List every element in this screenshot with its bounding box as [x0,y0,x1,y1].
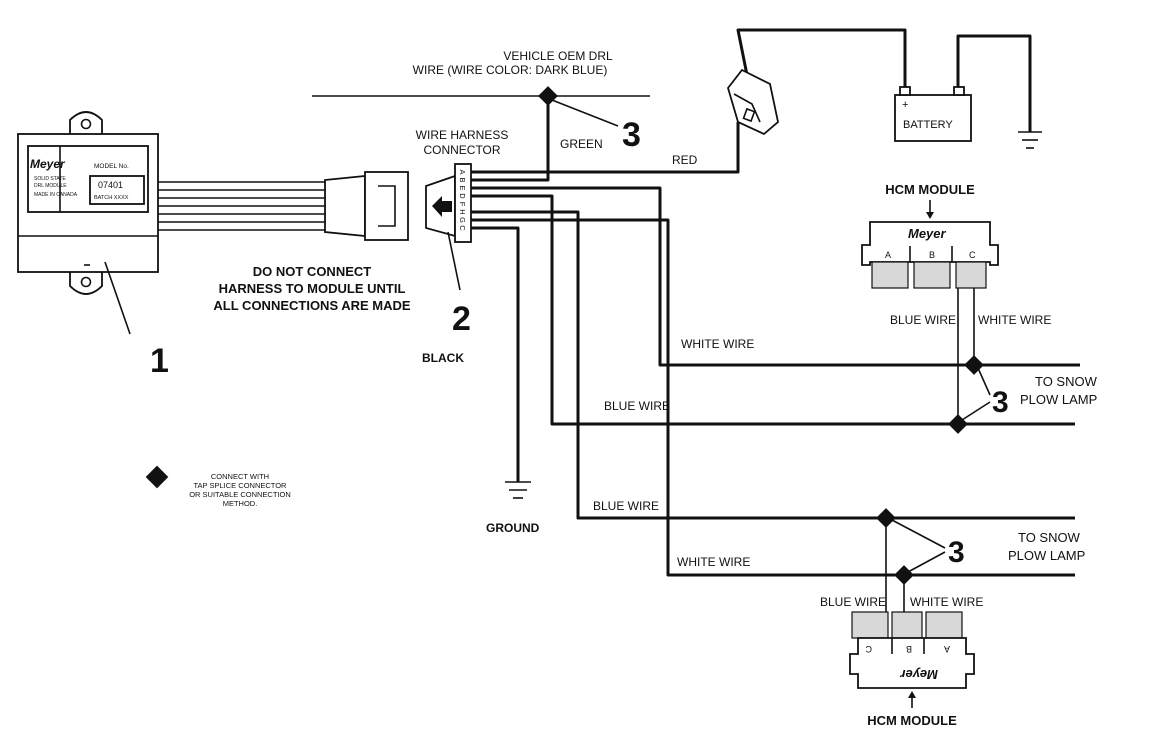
connector-pin-label: E [458,185,467,190]
legend-splice-icon [145,465,169,489]
splice-node-icon [538,86,558,106]
module-brand: Meyer [30,157,66,171]
callout-3-bottom: 3 [948,536,965,569]
splice-nodes [145,86,984,585]
hcm-top-blue-wire-label: BLUE WIRE [890,313,956,327]
callout-2: 2 [452,300,471,338]
arrow-down-icon [926,200,934,219]
connector-pin-label: F [458,202,467,207]
wires [312,28,1080,612]
black-label: BLACK [422,351,464,365]
hcm-bottom-blue-wire-label: BLUE WIRE [820,595,886,609]
arrow-up-icon [908,691,916,708]
callout-1: 1 [150,342,169,380]
splice-node-icon [964,355,984,375]
battery-plus: + [902,99,908,111]
leader-lines [104,99,991,573]
connector-pin-label: B [458,177,467,182]
hcm-pin-c-bottom: C [865,644,872,654]
callout-3-middle: 3 [992,386,1009,419]
oem-drl-label-1: VEHICLE OEM DRL [503,49,613,63]
module-desc-3: MADE IN CANADA [34,192,78,198]
splice-node-icon [876,508,896,528]
legend-line-4: METHOD. [223,499,258,508]
module-plug [324,171,409,241]
legend-line-2: TAP SPLICE CONNECTOR [194,481,288,490]
hcm-module-top: Meyer A B C [861,221,999,289]
callout-3-top: 3 [622,116,641,154]
hcm-pin-a-top: A [885,250,891,260]
battery: + BATTERY [894,86,972,142]
hcm-brand-top: Meyer [908,226,947,241]
ground-icon [505,481,531,499]
warning-line-1: DO NOT CONNECT [253,264,372,279]
hcm-module-bottom: Meyer C B A [849,611,975,689]
plow-lamp-label-top: PLOW LAMP [1020,392,1097,407]
hcm-pin-a-bottom: A [944,644,950,654]
connector-pin-label: H [458,209,467,214]
legend-line-1: CONNECT WITH [211,472,269,481]
hcm-top-white-wire-label: WHITE WIRE [978,313,1051,327]
connector-pin-label: D [458,193,467,199]
hcm-bottom-white-wire-label: WHITE WIRE [910,595,983,609]
blue-wire-label-main-top: BLUE WIRE [604,399,670,413]
module-model-label: MODEL No. [94,163,129,170]
connector-pin-label: A [458,169,467,174]
connector-pin-label: C [458,225,467,231]
red-label: RED [672,153,698,167]
fuse-holder [727,68,779,136]
hcm-pin-b-bottom: B [906,644,912,654]
white-wire-label-main-top: WHITE WIRE [681,337,754,351]
drl-module: Meyer MODEL No. 07401 BATCH XXXX SOLID S… [17,111,159,295]
module-desc-1: SOLID STATE [34,176,66,182]
to-snow-label-top: TO SNOW [1035,374,1098,389]
green-label: GREEN [560,137,603,151]
to-snow-label-bottom: TO SNOW [1018,530,1081,545]
harness-connector-label-2: CONNECTOR [423,143,500,157]
module-model-number: 07401 [98,180,123,190]
battery-label: BATTERY [903,119,953,131]
harness-connector-label-1: WIRE HARNESS [416,128,509,142]
module-batch: BATCH XXXX [94,195,129,201]
blue-wire-label-main-bottom: BLUE WIRE [593,499,659,513]
hcm-pin-c-top: C [969,250,976,260]
module-desc-2: DRL MODULE [34,183,67,189]
splice-node-icon [948,414,968,434]
ground-label: GROUND [486,521,540,535]
hcm-module-top-label: HCM MODULE [885,182,975,197]
hcm-pin-b-top: B [929,250,935,260]
labels: VEHICLE OEM DRL WIRE (WIRE COLOR: DARK B… [150,49,1098,728]
hcm-module-bottom-label: HCM MODULE [867,713,957,728]
oem-drl-label-2: WIRE (WIRE COLOR: DARK BLUE) [413,63,608,77]
plow-lamp-label-bottom: PLOW LAMP [1008,548,1085,563]
connector-pin-label: G [458,217,467,223]
warning-line-2: HARNESS TO MODULE UNTIL [219,281,406,296]
hcm-brand-bottom: Meyer [899,667,938,682]
white-wire-label-main-bottom: WHITE WIRE [677,555,750,569]
legend-line-3: OR SUITABLE CONNECTION [189,490,291,499]
battery-ground-icon [1018,131,1042,149]
splice-node-icon [894,565,914,585]
warning-line-3: ALL CONNECTIONS ARE MADE [213,298,411,313]
cable-bundle [158,181,325,231]
